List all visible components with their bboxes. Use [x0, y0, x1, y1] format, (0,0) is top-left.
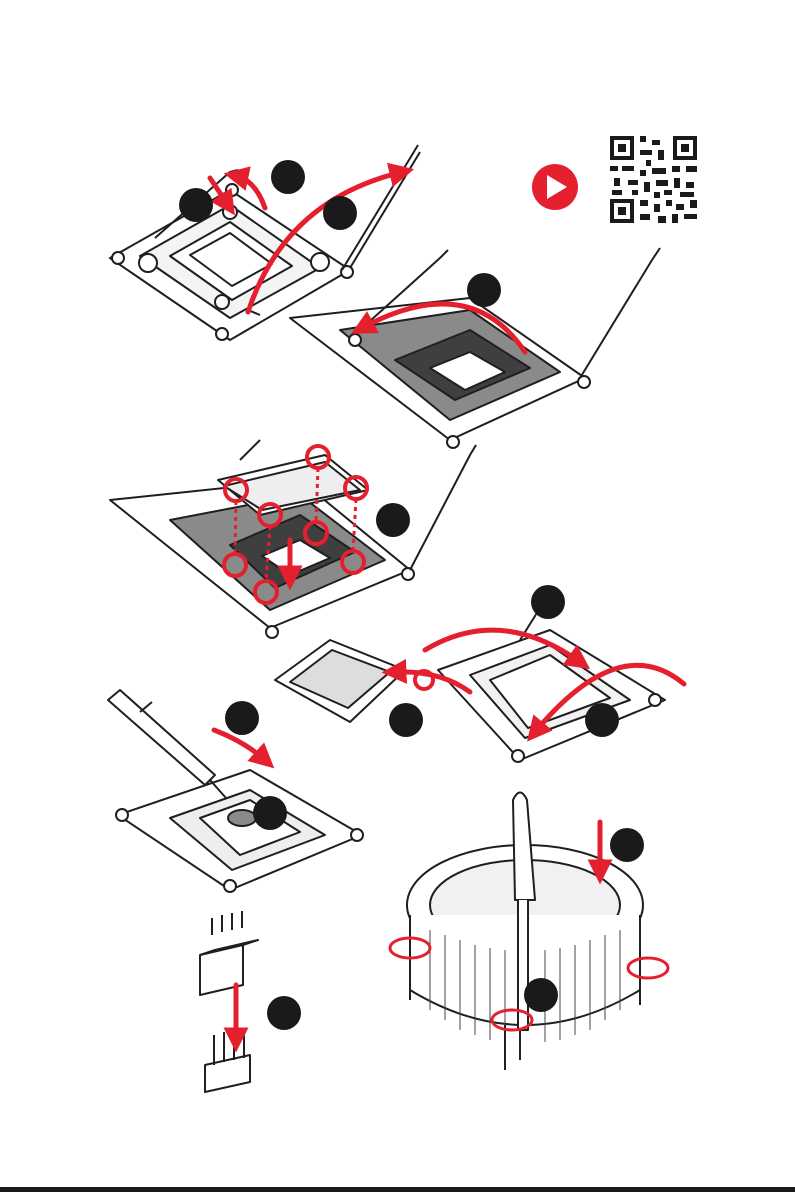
step-badge-11 — [610, 828, 644, 862]
fan-connector-illustration — [200, 911, 258, 1092]
play-icon[interactable] — [532, 164, 578, 210]
step-badge-1 — [179, 188, 213, 222]
step-badge-9 — [225, 701, 259, 735]
step-badge-12 — [524, 978, 558, 1012]
remove-cap-illustration — [275, 593, 665, 762]
qr-code-icon[interactable] — [610, 136, 697, 223]
step-badge-6 — [531, 585, 565, 619]
page-bottom-rule — [0, 1187, 795, 1192]
step-badge-13 — [267, 996, 301, 1030]
step-badge-7 — [389, 703, 423, 737]
step-badge-5 — [376, 503, 410, 537]
cpu-align-illustration — [110, 440, 476, 638]
step-badge-8 — [585, 703, 619, 737]
step-badge-3 — [323, 196, 357, 230]
step-badge-2 — [271, 160, 305, 194]
step-badge-10 — [253, 796, 287, 830]
step-badge-4 — [467, 273, 501, 307]
